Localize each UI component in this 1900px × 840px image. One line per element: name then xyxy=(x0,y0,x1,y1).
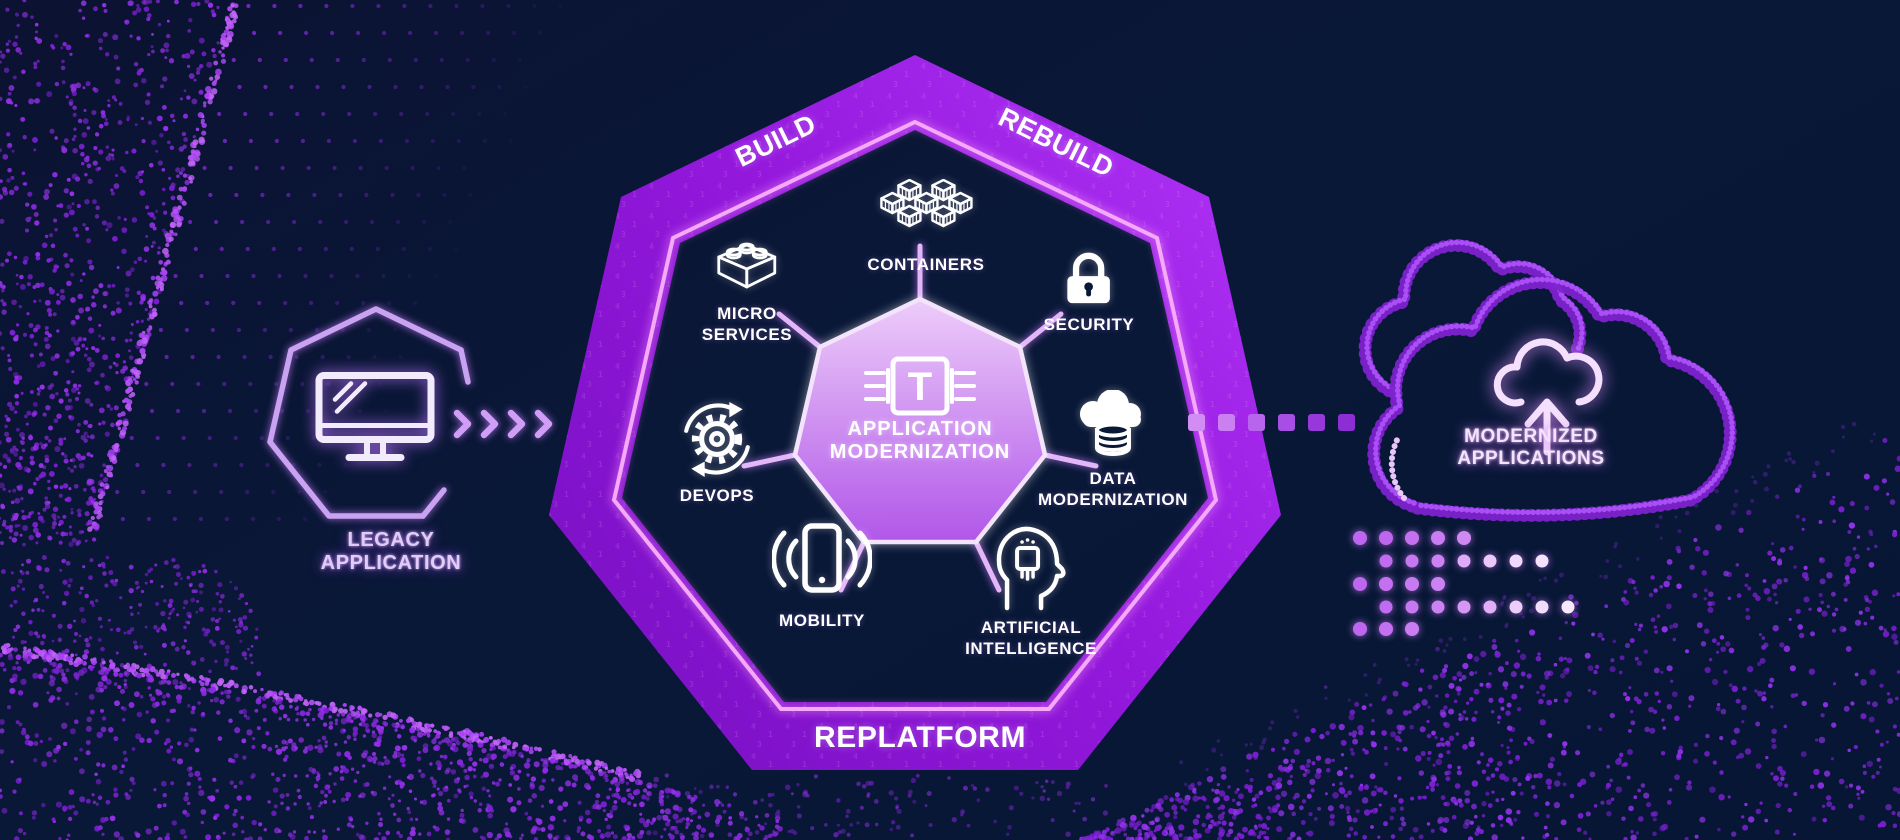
inner-pink-outline xyxy=(611,119,1219,711)
padlock-icon xyxy=(1067,252,1111,304)
band-label-replatform: REPLATFORM xyxy=(813,721,1027,754)
legacy-heptagon-outline xyxy=(267,306,471,519)
devops-gear-icon xyxy=(684,402,750,477)
node-label: SECURITY xyxy=(1043,315,1135,334)
node-devops: DEVOPS xyxy=(678,400,756,506)
chip-t-icon: T xyxy=(864,356,976,416)
center-heptagon xyxy=(792,296,1048,545)
smartphone-signal-icon xyxy=(772,523,872,593)
node-security: SECURITY xyxy=(1044,250,1135,335)
outer-heptagon-band xyxy=(549,55,1281,770)
center-title: APPLICATION MODERNIZATION xyxy=(829,418,1011,463)
node-label: DEVOPS xyxy=(679,486,755,505)
modernized-applications-label: MODERNIZED APPLICATIONS xyxy=(1457,426,1605,469)
node-mobility: MOBILITY xyxy=(772,522,872,631)
svg-text:T: T xyxy=(908,365,932,409)
cloud-upload-icon xyxy=(1493,338,1603,456)
legacy-application-label: LEGACY APPLICATION xyxy=(320,529,462,574)
lego-brick-icon xyxy=(717,242,777,289)
cloud-database-icon xyxy=(1080,390,1141,456)
modernized-cloud-outline xyxy=(1358,238,1737,522)
node-label: MOBILITY xyxy=(778,611,865,630)
square-dot-trail xyxy=(1188,414,1355,431)
node-containers: CONTAINERS xyxy=(867,179,984,275)
legacy-application-figure xyxy=(313,370,437,471)
containers-icon xyxy=(879,179,973,228)
desktop-monitor-icon xyxy=(315,372,435,461)
ai-head-chip-icon xyxy=(996,526,1066,611)
node-label: CONTAINERS xyxy=(867,255,985,274)
chevron-arrows xyxy=(453,409,553,439)
